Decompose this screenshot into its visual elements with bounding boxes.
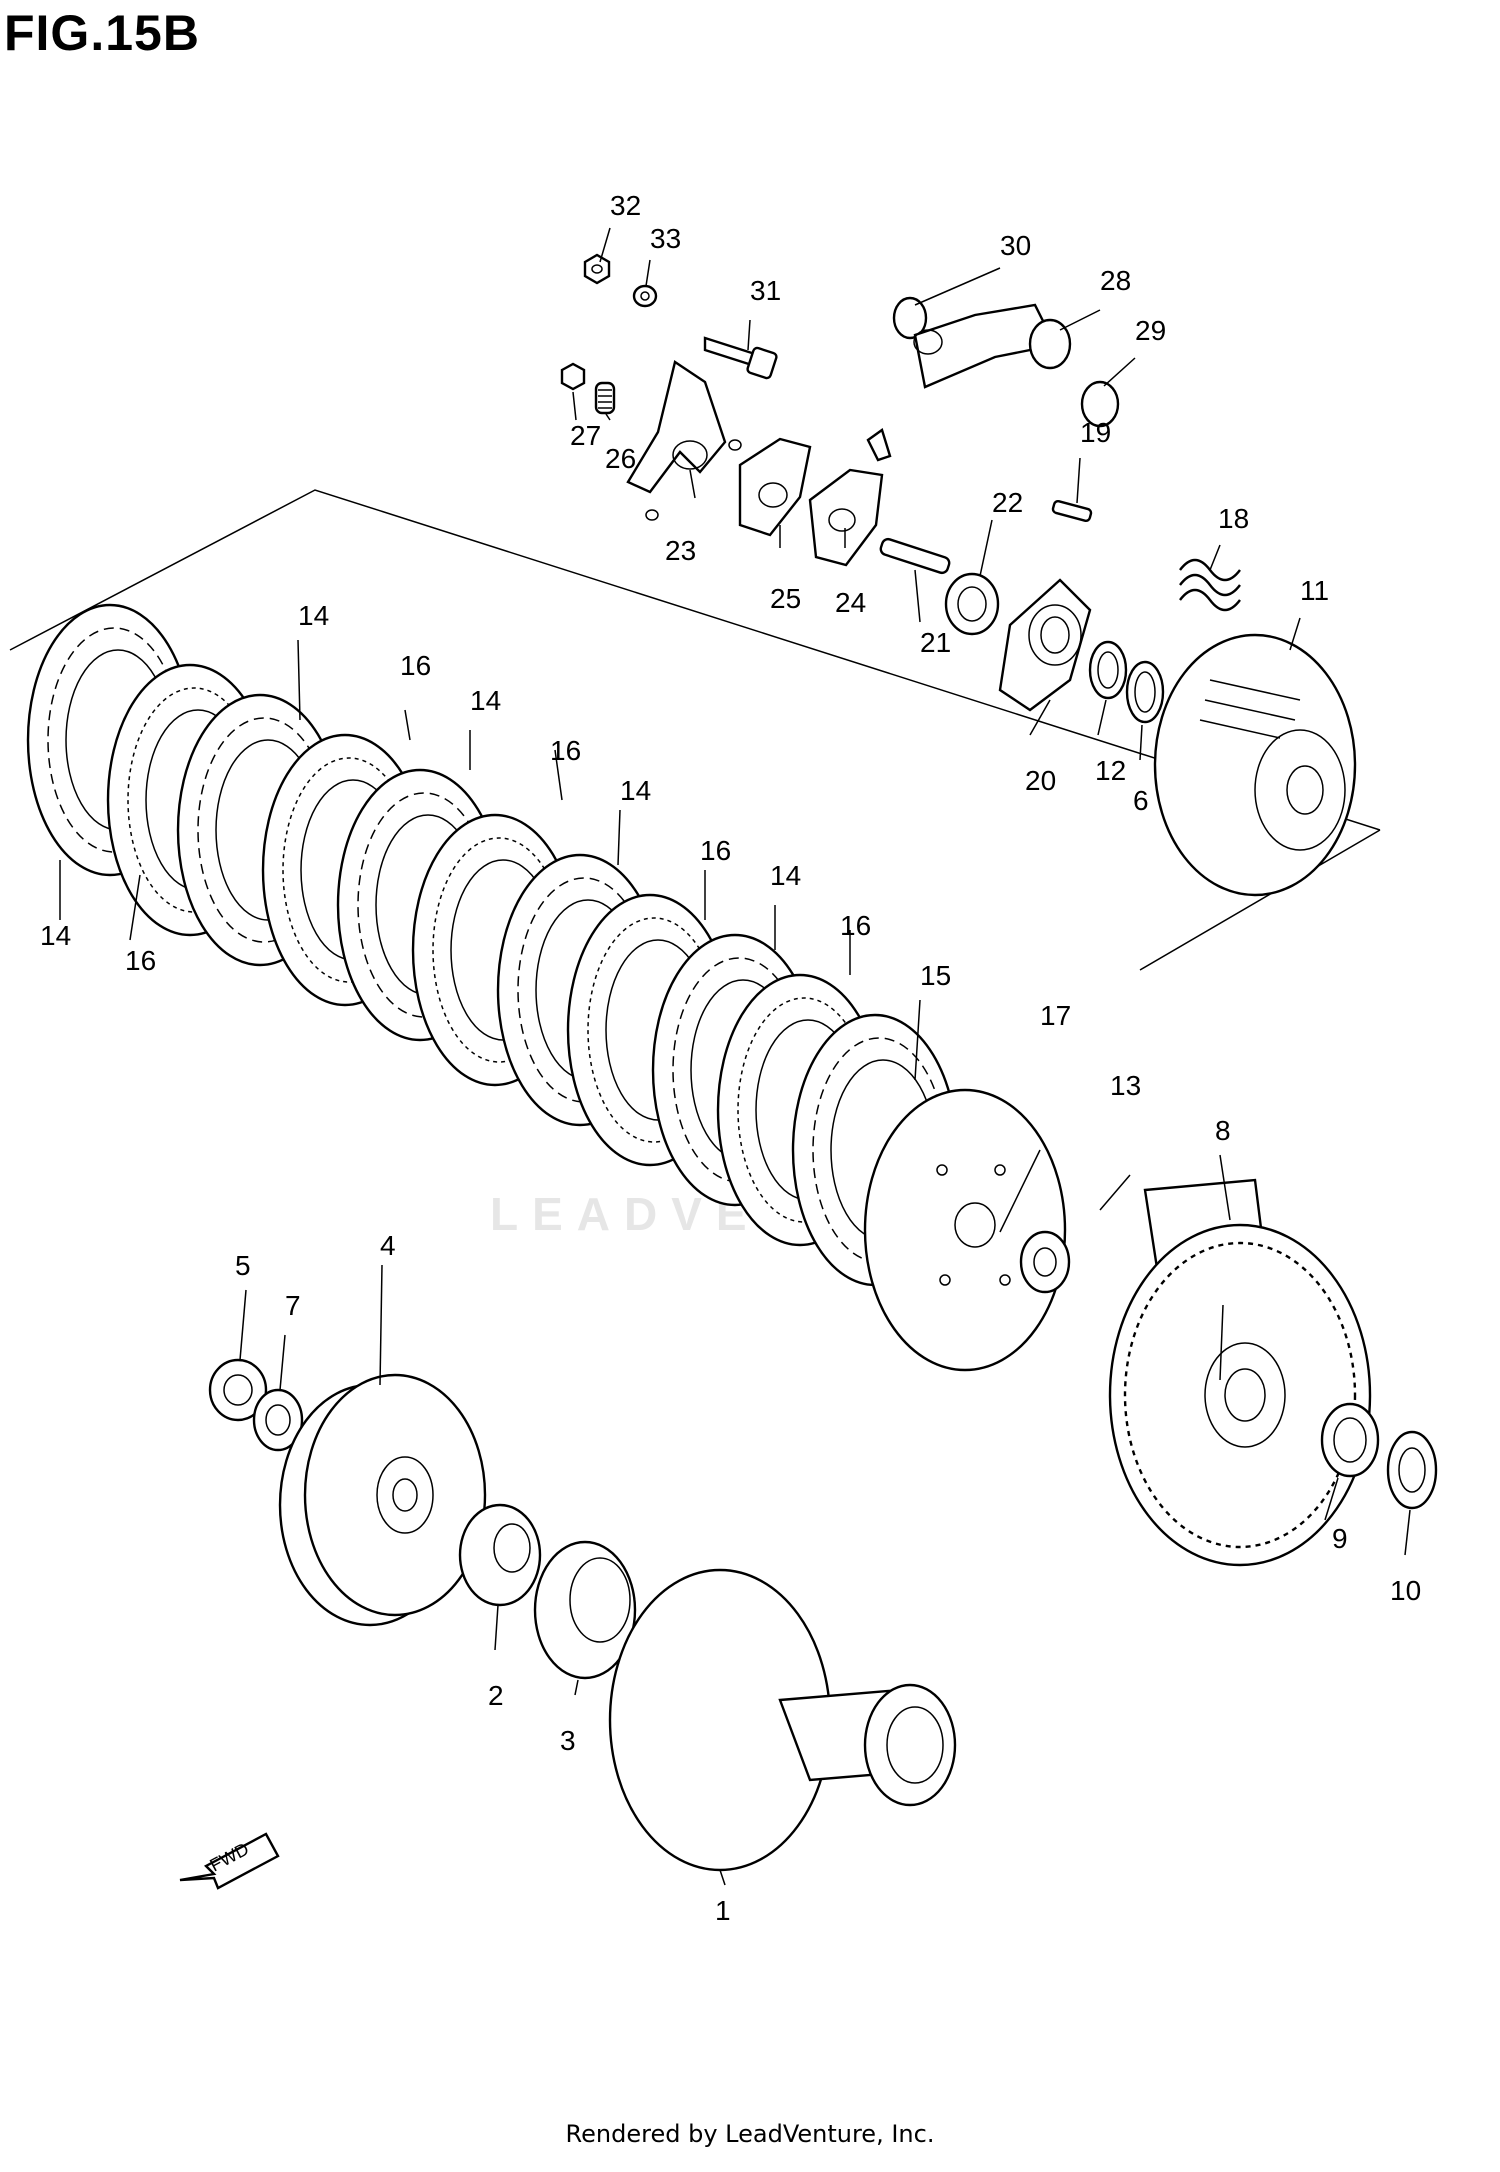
part-6-washer [1125, 660, 1165, 724]
callout-20: 20 [1025, 765, 1056, 796]
callout-1: 1 [715, 1895, 731, 1926]
part-4-centrifugal-clutch [278, 1373, 487, 1627]
callout-28: 28 [1100, 265, 1131, 296]
part-8-primary-driven-gear [1108, 1178, 1372, 1567]
part-10-washer [1386, 1430, 1438, 1510]
callout-26: 26 [605, 443, 636, 474]
part-26-stud [594, 381, 616, 415]
callout-6: 6 [1133, 785, 1149, 816]
callout-17: 17 [1040, 1000, 1071, 1031]
part-21-pin [879, 537, 951, 575]
callout-11: 11 [1300, 575, 1329, 606]
part-17-pressure-disc [863, 1088, 1067, 1372]
part-20-lifter [998, 578, 1092, 712]
part-7-washer [252, 1388, 304, 1452]
part-22-bearing [944, 572, 1000, 636]
callout-4: 4 [380, 1230, 396, 1261]
callout-21: 21 [920, 627, 951, 658]
callout-14: 14 [298, 600, 329, 631]
part-23-lifter-plate [626, 360, 742, 521]
callout-22: 22 [992, 487, 1023, 518]
callout-3: 3 [560, 1725, 576, 1756]
part-2-bushing [458, 1503, 542, 1607]
part-18-spring [1179, 558, 1241, 612]
callout-15: 15 [920, 960, 951, 991]
part-3-one-way-clutch [533, 1540, 637, 1680]
callout-7: 7 [285, 1290, 301, 1321]
callout-8: 8 [1215, 1115, 1231, 1146]
plate-group-box [9, 489, 1381, 971]
callout-14: 14 [620, 775, 651, 806]
part-11-clutch-sleeve-hub [1153, 633, 1357, 897]
part-29-oring [1080, 380, 1120, 428]
callout-14: 14 [470, 685, 501, 716]
part-27-nut [560, 362, 586, 391]
callout-33: 33 [650, 223, 681, 254]
callout-16: 16 [550, 735, 581, 766]
callout-16: 16 [700, 835, 731, 866]
part-1-clutch-housing [608, 1568, 957, 1872]
callout-13: 13 [1110, 1070, 1141, 1101]
part-25-plate [738, 437, 812, 537]
callout-18: 18 [1218, 503, 1249, 534]
callout-30: 30 [1000, 230, 1031, 261]
callout-16: 16 [125, 945, 156, 976]
part-5-nut [208, 1358, 268, 1422]
callout-23: 23 [665, 535, 696, 566]
callout-14: 14 [770, 860, 801, 891]
callout-24: 24 [835, 587, 866, 618]
part-12-collar [1088, 640, 1128, 700]
callout-10: 10 [1390, 1575, 1421, 1606]
callout-19: 19 [1080, 417, 1111, 448]
part-30-circlip [892, 296, 928, 340]
leader-lines [59, 227, 1411, 1886]
callout-25: 25 [770, 583, 801, 614]
callout-16: 16 [840, 910, 871, 941]
plate-stack [26, 603, 959, 1287]
part-33-washer [632, 284, 658, 308]
part-28-lever [913, 303, 1072, 389]
callout-27: 27 [570, 420, 601, 451]
callout-9: 9 [1332, 1523, 1348, 1554]
callout-5: 5 [235, 1250, 251, 1281]
fwd-arrow-icon: FWD [179, 1832, 280, 1890]
figure-title: FIG.15B [4, 5, 200, 61]
part-9-spacer [1320, 1402, 1380, 1478]
part-13-washer [1019, 1230, 1071, 1294]
part-32-nut [583, 253, 611, 285]
part-31-bolt [703, 336, 778, 380]
callout-29: 29 [1135, 315, 1166, 346]
callout-14: 14 [40, 920, 71, 951]
callout-32: 32 [610, 190, 641, 221]
footer-credit: Rendered by LeadVenture, Inc. [565, 2120, 935, 2148]
callout-16: 16 [400, 650, 431, 681]
part-19-bolt [1051, 499, 1093, 523]
callout-31: 31 [750, 275, 781, 306]
callout-12: 12 [1095, 755, 1126, 786]
callout-2: 2 [488, 1680, 504, 1711]
part-24-cam [808, 428, 892, 567]
